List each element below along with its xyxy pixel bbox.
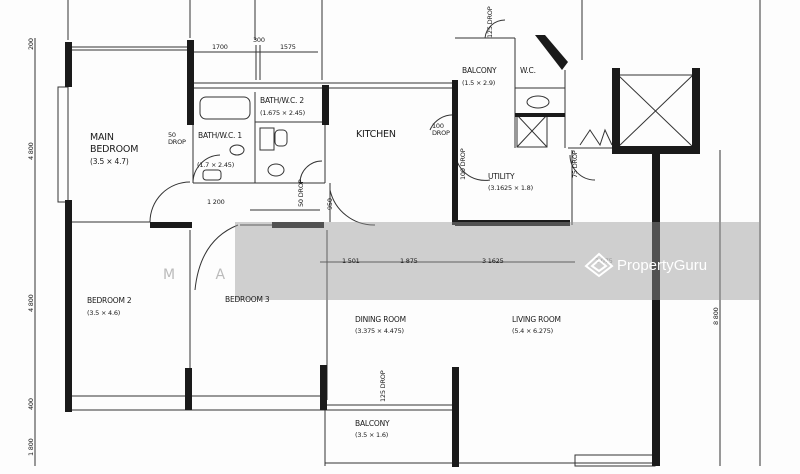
dim-middle-4: 2 075 xyxy=(595,257,613,265)
main-bedroom-label-2: BEDROOM xyxy=(90,144,139,155)
drop-utility: 100 DROP xyxy=(459,148,467,180)
bedroom-3-label: BEDROOM 3 xyxy=(225,295,270,304)
dim-top-300: 300 xyxy=(253,36,265,44)
balcony-top-size: (1.5 × 2.9) xyxy=(462,79,496,87)
dim-corridor-1200: 1 200 xyxy=(207,198,225,206)
bedroom-2-label: BEDROOM 2 xyxy=(87,296,132,305)
bath-wc-2-size: (1.675 × 2.45) xyxy=(260,109,305,117)
drop-utility-right: 75 DROP xyxy=(571,150,579,179)
drop-balcony-top: 125 DROP xyxy=(486,6,494,38)
bath-wc-2-label: BATH/W.C. 2 xyxy=(260,96,304,105)
propertyguru-logo-icon xyxy=(584,252,614,278)
bath-wc-1-size: (1.7 × 2.45) xyxy=(197,161,235,169)
bedroom-2-size: (3.5 × 4.6) xyxy=(87,309,121,317)
dim-right-8800: 8 800 xyxy=(712,307,720,325)
dining-room-label: DINING ROOM xyxy=(355,315,406,324)
propertyguru-brand: PropertyGuru xyxy=(617,256,708,274)
balcony-top-label: BALCONY xyxy=(462,66,497,75)
structural-walls xyxy=(65,35,700,467)
balcony-bottom-size: (3.5 × 1.6) xyxy=(355,431,389,439)
dim-corridor-950: 950 xyxy=(326,198,334,210)
utility-label: UTILITY xyxy=(488,172,515,181)
balcony-bottom-label: BALCONY xyxy=(355,419,390,428)
main-bedroom-size: (3.5 × 4.7) xyxy=(90,157,129,166)
dim-middle-1: 1 501 xyxy=(342,257,360,265)
bath-wc-1-label: BATH/W.C. 1 xyxy=(198,131,242,140)
living-room-size: (5.4 × 6.275) xyxy=(512,327,553,335)
watermark-band xyxy=(235,222,760,300)
dim-left-1800: 1 800 xyxy=(27,438,35,456)
living-room-label: LIVING ROOM xyxy=(512,315,561,324)
dining-room-size: (3.375 × 4.475) xyxy=(355,327,404,335)
drop-corridor: 50 DROP xyxy=(297,179,305,208)
utility-size: (3.1625 × 1.8) xyxy=(488,184,533,192)
window xyxy=(57,86,69,203)
dim-left-4800-bottom: 4 800 xyxy=(27,294,35,312)
drop-balcony-bottom: 125 DROP xyxy=(379,370,387,402)
main-bedroom-label: MAIN xyxy=(90,132,114,143)
dim-top-1575: 1575 xyxy=(280,43,296,51)
dim-left-4800-top: 4 800 xyxy=(27,142,35,160)
faint-watermark: M A xyxy=(163,267,244,283)
dim-left-200: 200 xyxy=(27,38,35,50)
dim-top-1700: 1700 xyxy=(212,43,228,51)
propertyguru-watermark: PropertyGuru xyxy=(584,252,707,278)
kitchen-label: KITCHEN xyxy=(356,129,396,140)
wc-label: W.C. xyxy=(520,66,536,75)
dim-left-400: 400 xyxy=(27,398,35,410)
drop-bath1: 50 DROP xyxy=(168,131,186,146)
dim-middle-2: 1 875 xyxy=(400,257,418,265)
drop-kitchen: 100 DROP xyxy=(432,122,450,137)
dim-middle-3: 3 1625 xyxy=(482,257,504,265)
